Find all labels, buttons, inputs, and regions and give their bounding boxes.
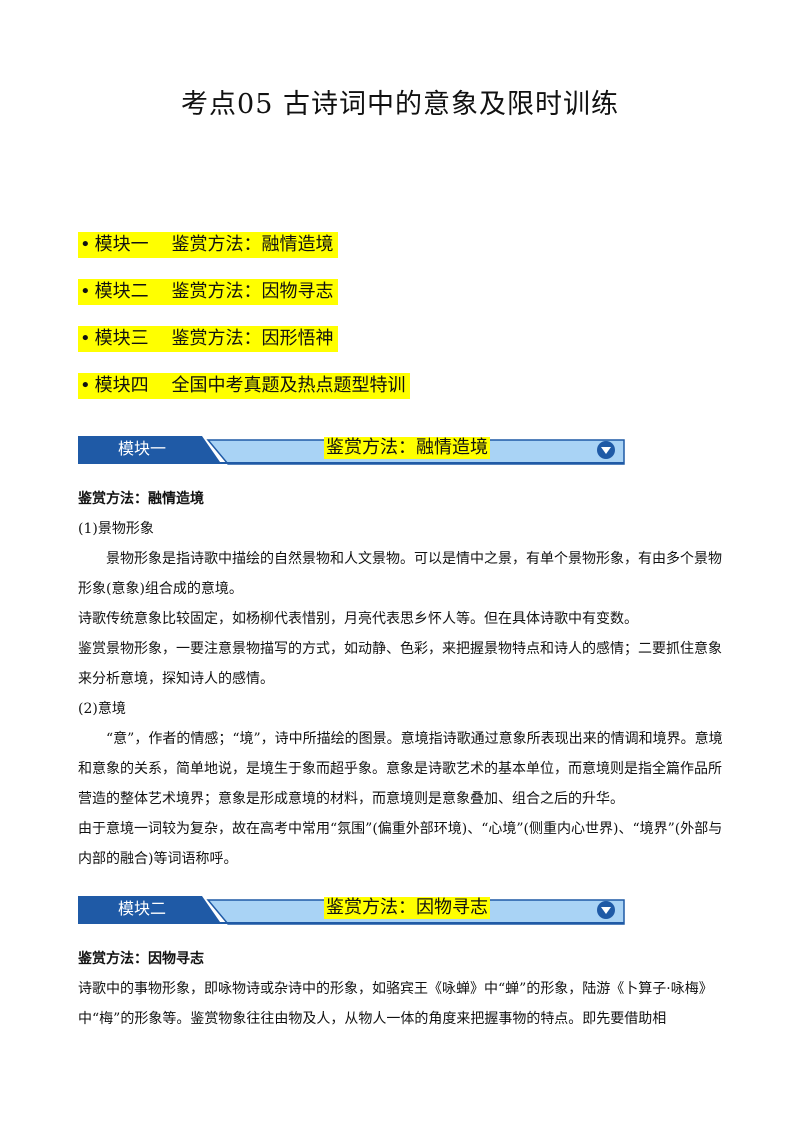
toc-item-3[interactable]: •模块三 鉴赏方法：因形悟神 <box>78 326 338 352</box>
toc-label: 模块一 鉴赏方法：融情造境 <box>94 234 334 255</box>
paragraph: 由于意境一词较为复杂，故在高考中常用“氛围”(偏重外部环境)、“心境”(侧重内心… <box>78 821 723 867</box>
paragraph: 景物形象是指诗歌中描绘的自然景物和人文景物。可以是情中之景，有单个景物形象，有由… <box>78 551 722 597</box>
section-banner-2: 模块二 鉴赏方法：因物寻志 <box>78 896 626 926</box>
chevron-down-circle-icon[interactable] <box>596 900 616 920</box>
section-1-body: 鉴赏方法：融情造境 (1)景物形象 景物形象是指诗歌中描绘的自然景物和人文景物。… <box>78 484 728 874</box>
toc-label: 模块二 鉴赏方法：因物寻志 <box>94 281 334 302</box>
paragraph: (1)景物形象 <box>78 521 154 537</box>
section-2-body: 鉴赏方法：因物寻志 诗歌中的事物形象，即咏物诗或杂诗中的形象，如骆宾王《咏蝉》中… <box>78 944 728 1034</box>
bullet-icon: • <box>80 234 91 255</box>
paragraph: “意”，作者的情感；“境”，诗中所描绘的图景。意境指诗歌通过意象所表现出来的情调… <box>78 731 723 807</box>
section-subheading: 鉴赏方法：融情造境 <box>78 491 204 507</box>
toc-item-4[interactable]: •模块四 全国中考真题及热点题型特训 <box>78 373 410 399</box>
banner-title: 鉴赏方法：融情造境 <box>324 437 490 459</box>
banner-tab-label: 模块二 <box>117 899 166 918</box>
paragraph: (2)意境 <box>78 701 126 717</box>
banner-shape <box>78 896 625 925</box>
chevron-down-circle-icon[interactable] <box>596 440 616 460</box>
paragraph: 诗歌中的事物形象，即咏物诗或杂诗中的形象，如骆宾王《咏蝉》中“蝉”的形象，陆游《… <box>78 981 713 1027</box>
toc-label: 模块四 全国中考真题及热点题型特训 <box>94 375 406 396</box>
banner-title: 鉴赏方法：因物寻志 <box>324 897 490 919</box>
toc-label: 模块三 鉴赏方法：因形悟神 <box>94 328 334 349</box>
banner-tab-label: 模块一 <box>117 439 166 458</box>
table-of-contents: •模块一 鉴赏方法：融情造境 •模块二 鉴赏方法：因物寻志 •模块三 鉴赏方法：… <box>78 232 410 420</box>
section-banner-1: 模块一 鉴赏方法：融情造境 <box>78 436 626 466</box>
paragraph: 鉴赏景物形象，一要注意景物描写的方式，如动静、色彩，来把握景物特点和诗人的感情；… <box>78 641 722 687</box>
page-title: 考点05 古诗词中的意象及限时训练 <box>181 89 619 120</box>
bullet-icon: • <box>80 328 91 349</box>
bullet-icon: • <box>80 281 91 302</box>
bullet-icon: • <box>80 375 91 396</box>
paragraph: 诗歌传统意象比较固定，如杨柳代表惜别，月亮代表思乡怀人等。但在具体诗歌中有变数。 <box>78 611 638 627</box>
toc-item-1[interactable]: •模块一 鉴赏方法：融情造境 <box>78 232 338 258</box>
toc-item-2[interactable]: •模块二 鉴赏方法：因物寻志 <box>78 279 338 305</box>
section-subheading: 鉴赏方法：因物寻志 <box>78 951 204 967</box>
